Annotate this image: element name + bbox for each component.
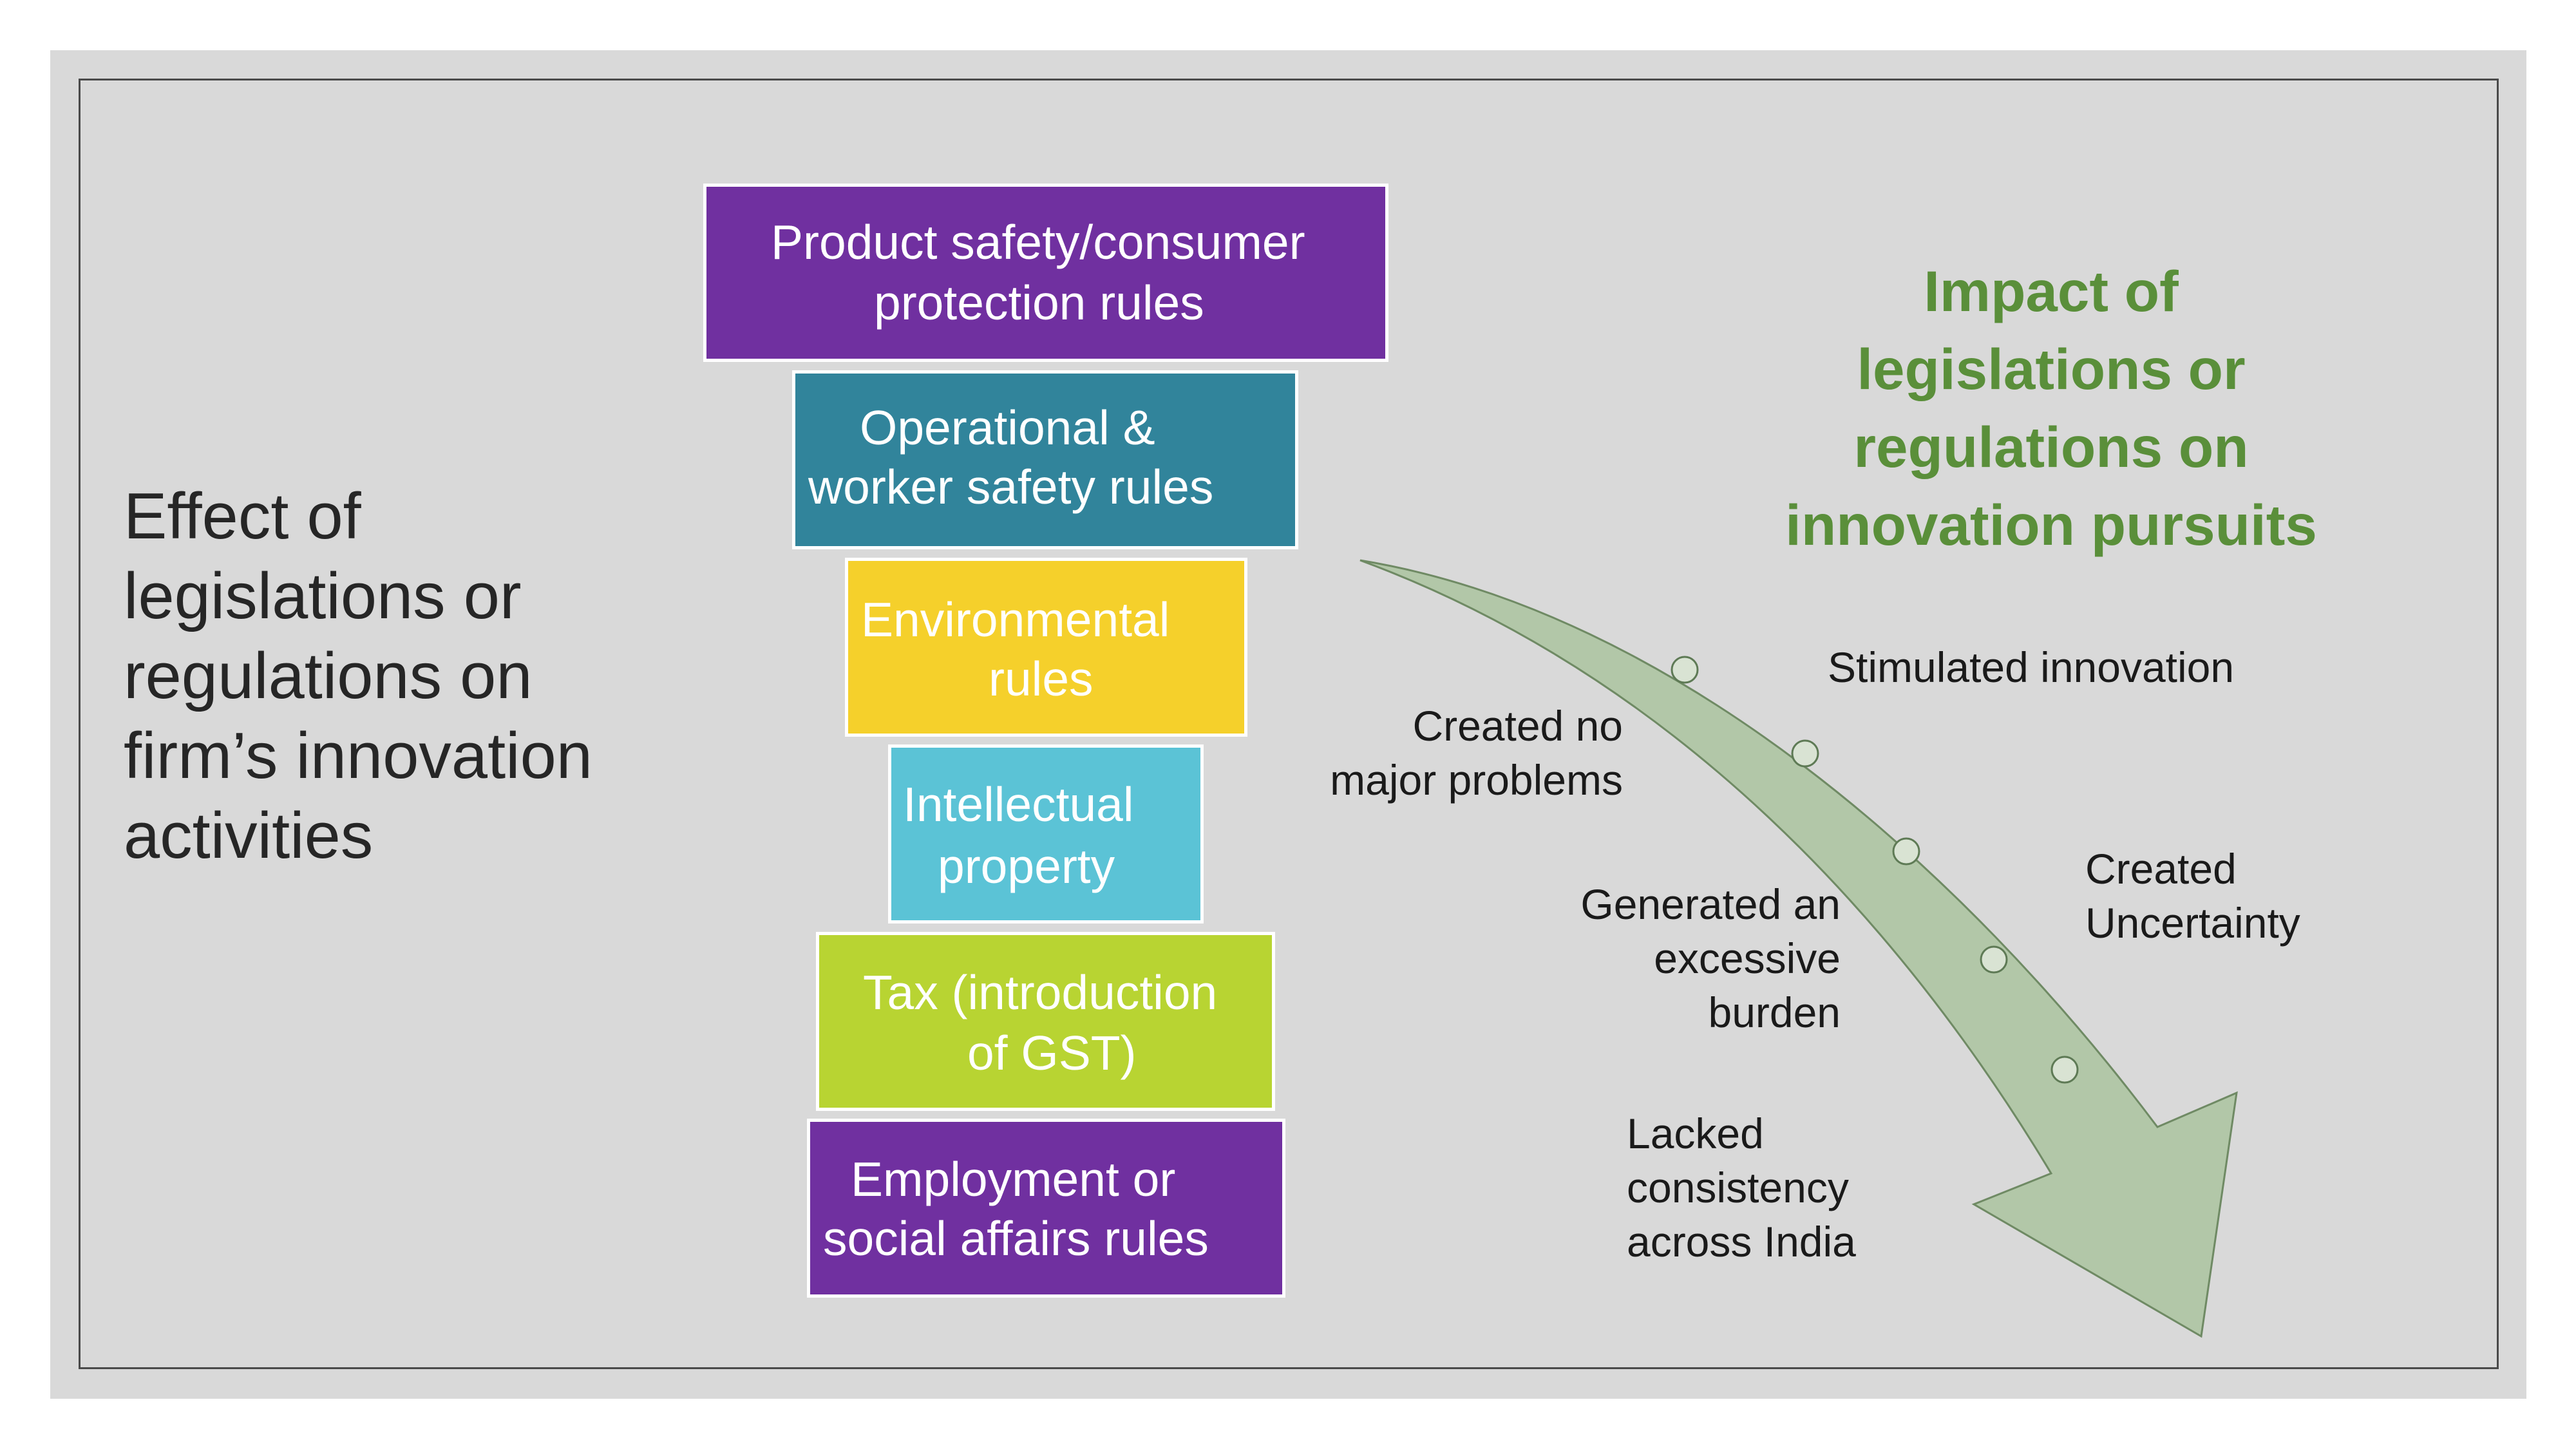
slide-frame (79, 79, 2499, 1369)
arrow-node-2 (1791, 739, 1819, 768)
left-title-line-1: Effect of (124, 480, 361, 553)
right-title-line-4: innovation pursuits (1785, 493, 2317, 557)
label-stimulated-innovation: Stimulated innovation (1828, 640, 2234, 694)
box-product-safety: Product safety/consumer protection rules (703, 184, 1388, 362)
box-operational-safety: Operational & worker safety rules (792, 370, 1298, 549)
box-environmental-line-1: Environmental (861, 592, 1170, 647)
label-stimulated-innovation-line-1: Stimulated innovation (1828, 643, 2235, 691)
left-title-line-5: activities (124, 800, 374, 872)
arrow-node-3 (1892, 837, 1920, 866)
right-title: Impact of legislations or regulations on… (1777, 252, 2325, 564)
right-title-line-3: regulations on (1853, 415, 2249, 479)
box-intellectual-property-line-2: property (938, 839, 1115, 893)
box-employment: Employment or social affairs rules (807, 1119, 1285, 1298)
impact-arrow-shape (1359, 559, 2238, 1338)
box-product-safety-line-1: Product safety/consumer (771, 215, 1305, 269)
left-title-line-4: firm’s innovation (124, 720, 592, 792)
label-uncertainty-line-2: Uncertainty (2085, 899, 2300, 947)
label-lacked-line-2: consistency (1627, 1164, 1849, 1211)
box-operational-safety-line-2: worker safety rules (808, 460, 1214, 514)
label-created-no-major-problems: Created no major problems (1330, 699, 1623, 807)
label-created-uncertainty: Created Uncertainty (2085, 842, 2300, 950)
arrow-node-5 (2050, 1056, 2079, 1084)
label-excessive-burden: Generated an excessive burden (1580, 877, 1841, 1039)
box-employment-line-2: social affairs rules (823, 1211, 1209, 1265)
box-operational-safety-line-1: Operational & (860, 401, 1155, 455)
box-tax: Tax (introduction of GST) (816, 932, 1275, 1111)
label-lacked-line-1: Lacked (1627, 1110, 1764, 1157)
box-intellectual-property: Intellectual property (888, 744, 1204, 923)
arrow-node-4 (1980, 945, 2008, 974)
label-no-problems-line-1: Created no (1412, 702, 1623, 750)
label-lacked-consistency: Lacked consistency across India (1627, 1106, 1856, 1269)
box-intellectual-property-line-1: Intellectual (903, 777, 1134, 831)
label-uncertainty-line-1: Created (2085, 845, 2237, 893)
label-burden-line-1: Generated an (1580, 880, 1841, 928)
label-burden-line-3: burden (1708, 989, 1841, 1036)
box-tax-line-1: Tax (introduction (863, 965, 1218, 1019)
left-title: Effect of legislations or regulations on… (124, 477, 703, 876)
label-burden-line-2: excessive (1654, 934, 1841, 982)
box-environmental: Environmental rules (845, 558, 1247, 737)
box-product-safety-line-2: protection rules (874, 276, 1204, 330)
left-title-line-2: legislations or (124, 560, 522, 632)
box-employment-line-1: Employment or (851, 1152, 1176, 1206)
label-no-problems-line-2: major problems (1330, 756, 1623, 804)
right-title-line-2: legislations or (1857, 337, 2246, 401)
box-tax-line-2: of GST) (967, 1026, 1137, 1080)
left-title-line-3: regulations on (124, 640, 533, 712)
label-lacked-line-3: across India (1627, 1218, 1856, 1265)
box-environmental-line-2: rules (989, 652, 1094, 706)
arrow-node-1 (1671, 656, 1699, 684)
right-title-line-1: Impact of (1924, 259, 2179, 323)
